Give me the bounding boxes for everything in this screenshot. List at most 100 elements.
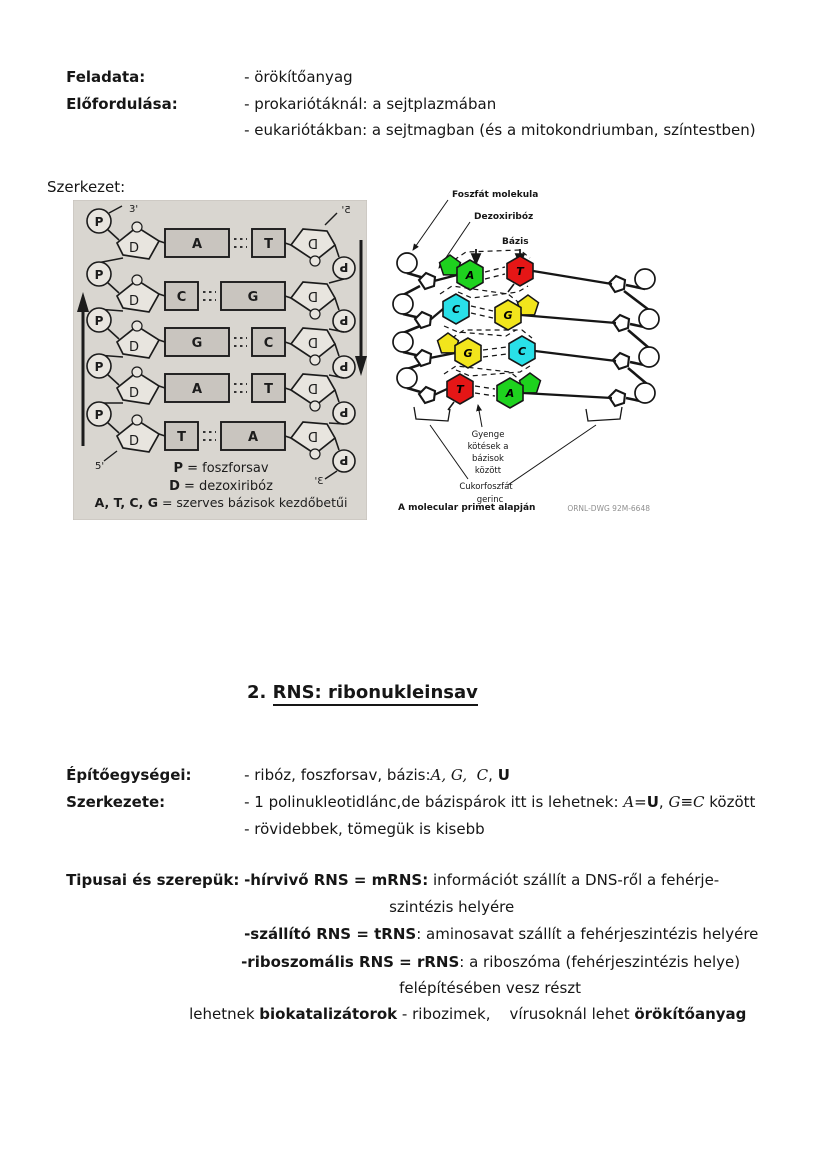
text-segment: -szállító RNS = tRNS (244, 925, 417, 943)
svg-text:P: P (339, 359, 348, 373)
svg-text:3': 3' (314, 476, 323, 487)
weak-bonds-label: kötések a (468, 441, 509, 452)
phosphate-circle (396, 252, 418, 274)
base-hexagon (454, 337, 482, 369)
sugar-pentagon (417, 271, 437, 291)
svg-text:G: G (463, 347, 472, 360)
row-value: - eukariótákban: a sejtmagban (és a mito… (244, 121, 756, 139)
base-box (164, 421, 199, 451)
text-segment: G (668, 793, 681, 811)
base-box (220, 281, 286, 311)
base-box (251, 228, 286, 258)
base-box (164, 281, 199, 311)
svg-text:C: C (177, 290, 187, 305)
svg-text:G: G (503, 309, 512, 322)
sugar-pentagon (413, 348, 433, 368)
weak-bonds-label: között (475, 466, 502, 476)
phosphate-node (86, 307, 112, 333)
text-segment: - prokariótáknál: a sejtplazmában (244, 95, 497, 113)
bracket-left (413, 406, 451, 422)
base-box (164, 327, 230, 357)
text-segment: szintézis helyére (389, 898, 515, 916)
text-segment: - eukariótákban: a sejtmagban (és a mito… (244, 121, 756, 139)
svg-text:D: D (308, 235, 318, 250)
base-hexagon (456, 259, 484, 291)
base-hexagon (442, 293, 470, 325)
szerkezet-label: Szerkezet: (47, 178, 126, 196)
svg-text:D: D (308, 334, 318, 349)
svg-text:T: T (516, 265, 525, 278)
svg-text:D: D (129, 386, 139, 401)
row-felepiteseben: felépítésében vesz részt (380, 958, 581, 1018)
weak-bonds-label: Gyenge (472, 430, 505, 440)
section-heading-rns: 2. RNS: ribonukleinsav (247, 682, 478, 706)
svg-text:G: G (248, 290, 259, 305)
row-szerkezete: Szerkezete: - 1 polinukleotidlánc,de bázi… (47, 772, 755, 832)
sugar-label: Dezoxiribóz (474, 211, 533, 222)
row-value: -riboszomális RNS = rRNS: a riboszóma (f… (241, 953, 740, 971)
row-riboszomalis: -riboszomális RNS = rRNS: a riboszóma (f… (222, 932, 740, 992)
svg-text:5': 5' (341, 205, 350, 216)
row-label: Feladata: (66, 68, 146, 86)
legend-line: D = dezoxiribóz (169, 479, 273, 494)
base-hexagon (508, 335, 536, 367)
phosphate-node (332, 449, 356, 473)
base-box (164, 228, 230, 258)
row-label: Előfordulása: (66, 95, 178, 113)
sugar-pentagon (607, 388, 627, 408)
legend-line: P = foszforsav (173, 461, 268, 476)
svg-text:A: A (505, 387, 515, 400)
row-label: Szerkezete: (66, 793, 166, 811)
row-value: -szállító RNS = tRNS: aminosavat szállít… (244, 925, 758, 943)
row-value: lehetnek biokatalizátorok - ribozimek, v… (189, 1005, 746, 1023)
row-rovidebbek: - rövidebbek, tömegük is kisebb (47, 799, 485, 859)
svg-text:3': 3' (129, 204, 138, 215)
svg-text:C: C (264, 336, 274, 351)
text-segment: lehetnek (189, 1005, 260, 1023)
row-elofordulasa: Előfordulása: - prokariótáknál: a sejtpla… (47, 74, 496, 134)
text-segment: C (693, 793, 705, 811)
row-epitoegysegei: Építőegységei:- ribóz, foszforsav, bázis… (47, 745, 510, 805)
row-feladata: Feladata: - örökítőanyag (47, 47, 353, 107)
svg-text:P: P (339, 313, 348, 327)
base-box (251, 327, 286, 357)
text-segment: , (658, 793, 669, 811)
svg-text:A: A (248, 430, 258, 445)
svg-text:T: T (264, 382, 273, 397)
base-hexagon (446, 373, 474, 405)
phosphate-node (86, 353, 112, 379)
text-segment: információt szállít a DNS-ről a fehérje- (428, 871, 720, 889)
row-value: - 1 polinukleotidlánc,de bázispárok itt … (244, 793, 755, 811)
diagram-caption: A molecular primet alapján (398, 503, 535, 513)
svg-text:T: T (456, 383, 465, 396)
backbone-label: gerinc (477, 495, 504, 505)
row-value: - örökítőanyag (244, 68, 353, 86)
sugar-pentagon (413, 310, 433, 330)
phosphate-node (86, 261, 112, 287)
text-segment: , (488, 766, 498, 784)
svg-text:T: T (177, 430, 186, 445)
text-segment: - ribóz, foszforsav, bázis: (244, 766, 431, 784)
svg-text:D: D (129, 294, 139, 309)
row-biokatalizatorok: lehetnek biokatalizátorok - ribozimek, v… (170, 984, 746, 1044)
text-segment: - rövidebbek, tömegük is kisebb (244, 820, 485, 838)
svg-text:A: A (465, 269, 475, 282)
row-label: Tipusai és szerepük: (66, 871, 240, 889)
svg-text:P: P (339, 453, 348, 467)
base-box (220, 421, 286, 451)
phosphate-label: Foszfát molekula (452, 190, 538, 200)
sugar-pentagon (607, 274, 627, 294)
text-segment: felépítésében vesz részt (399, 979, 582, 997)
svg-text:D: D (129, 434, 139, 449)
row-eukariotak: - eukariótákban: a sejtmagban (és a mito… (47, 100, 756, 160)
base-label: Bázis (502, 237, 529, 247)
base-box (164, 373, 230, 403)
